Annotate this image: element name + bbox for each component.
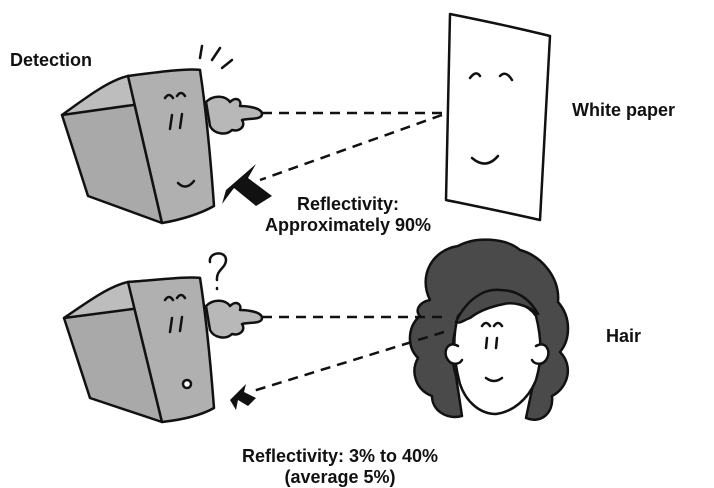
white-paper xyxy=(446,14,550,220)
sensor-bottom-mouth xyxy=(183,380,191,388)
alert-marks xyxy=(200,46,232,68)
label-detection: Detection xyxy=(10,50,92,71)
girl-hair xyxy=(410,240,568,420)
sensor-top-hand xyxy=(206,97,262,134)
hair-reflectivity-line1: Reflectivity: 3% to 40% xyxy=(190,446,490,467)
beam-top-reflected xyxy=(260,115,442,180)
paper-sheet xyxy=(446,14,550,220)
paper-reflectivity-line1: Reflectivity: xyxy=(236,194,460,215)
hair-reflectivity-line2: (average 5%) xyxy=(190,467,490,488)
paper-reflectivity-line2: Approximately 90% xyxy=(236,215,460,236)
sensor-top xyxy=(62,46,262,223)
sensor-bottom-hand xyxy=(206,301,262,338)
arrow-bottom-reflection xyxy=(230,384,256,410)
label-paper-reflectivity: Reflectivity: Approximately 90% xyxy=(236,194,460,235)
label-hair: Hair xyxy=(606,326,641,347)
sensor-bottom xyxy=(64,253,262,422)
label-hair-reflectivity: Reflectivity: 3% to 40% (average 5%) xyxy=(190,446,490,487)
label-white-paper: White paper xyxy=(572,100,675,121)
question-mark-icon xyxy=(210,253,226,289)
